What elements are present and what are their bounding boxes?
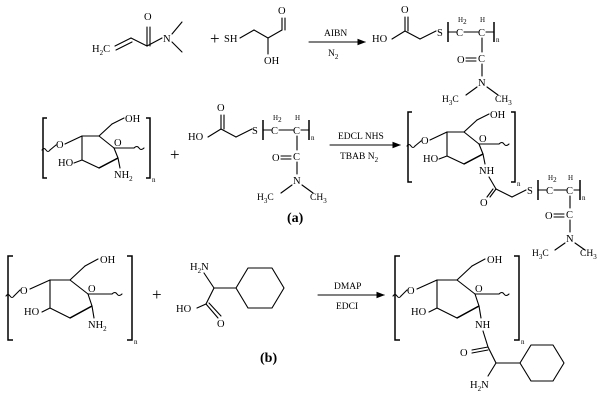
product-b-o-link: O <box>407 286 415 297</box>
product-a-amide2-n: N <box>566 234 574 245</box>
reagent-aibn: AIBN <box>324 29 347 39</box>
pdmaa2-ch2-c: C <box>271 126 278 137</box>
pdmaa-reactant-2: HO O S C H2 C H n C O N H3C CH3 <box>188 103 327 205</box>
chitosan-b-oh: OH <box>100 255 116 266</box>
reagent-n2-1: N2 <box>328 49 339 61</box>
product-a-ch-c: C <box>566 186 573 197</box>
glycine-carbonyl-o: O <box>217 319 225 330</box>
product-a-ch2-c: C <box>546 186 553 197</box>
product-a-ch2-h: H2 <box>548 174 557 184</box>
pdmaa2-ch-h: H <box>295 114 300 122</box>
thioglycolic-acid: SH O OH <box>224 6 286 67</box>
chitosan-b-n: n <box>134 338 138 346</box>
chitosan-a-o-link: O <box>56 140 64 151</box>
product-a-ch3: CH3 <box>580 249 597 261</box>
product-a-o-link: O <box>421 136 429 147</box>
pdmaa2-amide-n: N <box>293 176 301 187</box>
reagent-edcl-nhs: EDCL NHS <box>338 132 384 142</box>
pdmaa-ch3-label: CH3 <box>495 95 512 107</box>
chitosan-a-nh2: NH2 <box>114 170 133 183</box>
pdmaa-ch-h: H <box>480 16 485 24</box>
product-a-ho: HO <box>423 154 439 165</box>
pdmaa-s-label: S <box>437 28 443 39</box>
product-a-ring-o: O <box>479 134 487 145</box>
chitosan-reactant-a: n O O OH HO NH2 <box>41 114 156 184</box>
chitosan-a-oh: OH <box>125 114 141 125</box>
product-a-amide-o: O <box>480 198 488 209</box>
pdmaa-ch-c: C <box>478 28 485 39</box>
reagent-dmap: DMAP <box>334 282 361 292</box>
product-a-oh: OH <box>490 110 506 121</box>
product-b-n: n <box>521 338 525 346</box>
glycine-ho: HO <box>176 304 192 315</box>
chitosan-b-nh2: NH2 <box>88 320 107 333</box>
product-a-amide2-c: C <box>566 210 573 221</box>
pdmaa-amide-n: N <box>478 78 486 89</box>
label-part-a: (a) <box>287 211 304 226</box>
acid-oh-label: OH <box>264 56 280 67</box>
pdmaa2-h3c-label: H3C <box>257 193 274 205</box>
plus-sign-3: + <box>152 285 162 304</box>
product-a-s-label: S <box>527 186 533 197</box>
chitosan-a-n: n <box>152 176 156 184</box>
product-b-oh: OH <box>487 255 503 266</box>
product-a-nh: NH <box>479 166 495 177</box>
product-a-ch-h: H <box>568 174 573 182</box>
chitosan-g-pdmaa-product: n O O OH HO NH O S C H2 C H <box>406 110 597 261</box>
pdmaa-ch2-h: H2 <box>458 16 467 26</box>
product-b-h2n: H2N <box>470 380 489 393</box>
dmaa-n-label: N <box>163 34 171 45</box>
chitosan-a-ring-o: O <box>114 138 122 149</box>
pdmaa2-n-subscript: n <box>311 134 315 142</box>
product-a-n-subscript: n <box>582 194 586 202</box>
product-a-h3c: H3C <box>532 249 549 261</box>
reagent-tbab-n2: TBAB N2 <box>340 152 379 164</box>
chitosan-reactant-b: n O O OH HO NH2 <box>5 255 138 346</box>
arrow-step-3: DMAP EDCI <box>317 282 386 312</box>
chitosan-a-ho: HO <box>58 158 74 169</box>
chitosan-glycine-product: n O O OH HO NH O H2N <box>392 255 565 393</box>
label-part-b: (b) <box>260 351 277 366</box>
pdmaa-n-subscript: n <box>496 36 500 44</box>
pdmaa2-ch-c: C <box>293 126 300 137</box>
glycine-h2n: H2N <box>190 262 209 275</box>
pdmaa2-ch2-h: H2 <box>273 114 282 124</box>
pdmaa2-ho-label: HO <box>188 132 204 143</box>
dmaa-h2c-label: H2C <box>92 44 110 57</box>
cyclohexylglycine: H2N HO O <box>176 262 285 330</box>
thiol-sh-label: SH <box>224 34 238 45</box>
chitosan-b-o-link: O <box>20 286 28 297</box>
reagent-edci: EDCI <box>336 302 358 312</box>
pdmaa2-ch3-label: CH3 <box>310 193 327 205</box>
pdmaa-ho-label: HO <box>372 34 388 45</box>
arrow-step-1: AIBN N2 <box>308 29 367 61</box>
product-a-n: n <box>517 180 521 188</box>
product-b-amide-o: O <box>460 348 468 359</box>
plus-sign-2: + <box>170 145 180 164</box>
pdmaa2-amide-o: O <box>272 153 280 164</box>
plus-sign-1: + <box>210 29 220 48</box>
dmaa-monomer: H2C O N <box>92 12 183 57</box>
pdmaa-amide-c: C <box>478 54 485 65</box>
pdmaa2-s-label: S <box>252 126 258 137</box>
arrow-step-2: EDCL NHS TBAB N2 <box>329 132 402 164</box>
pdmaa-ch2-c: C <box>456 28 463 39</box>
product-b-ring-o: O <box>475 284 483 295</box>
pdmaa-acid-o: O <box>401 5 409 16</box>
pdmaa2-amide-c: C <box>293 152 300 163</box>
pdmaa-product-1: HO O S C H2 C H n C O N H3C CH3 <box>372 5 512 107</box>
product-b-ho: HO <box>411 307 427 318</box>
acid-carbonyl-o: O <box>278 6 286 17</box>
product-b-nh: NH <box>475 320 491 331</box>
pdmaa-amide-o: O <box>457 55 465 66</box>
pdmaa-h3c-label: H3C <box>442 95 459 107</box>
product-a-amide2-o: O <box>545 211 553 222</box>
dmaa-carbonyl-o: O <box>144 12 152 23</box>
chitosan-b-ho: HO <box>24 307 40 318</box>
chitosan-b-ring-o: O <box>88 284 96 295</box>
pdmaa2-acid-o: O <box>217 103 225 114</box>
